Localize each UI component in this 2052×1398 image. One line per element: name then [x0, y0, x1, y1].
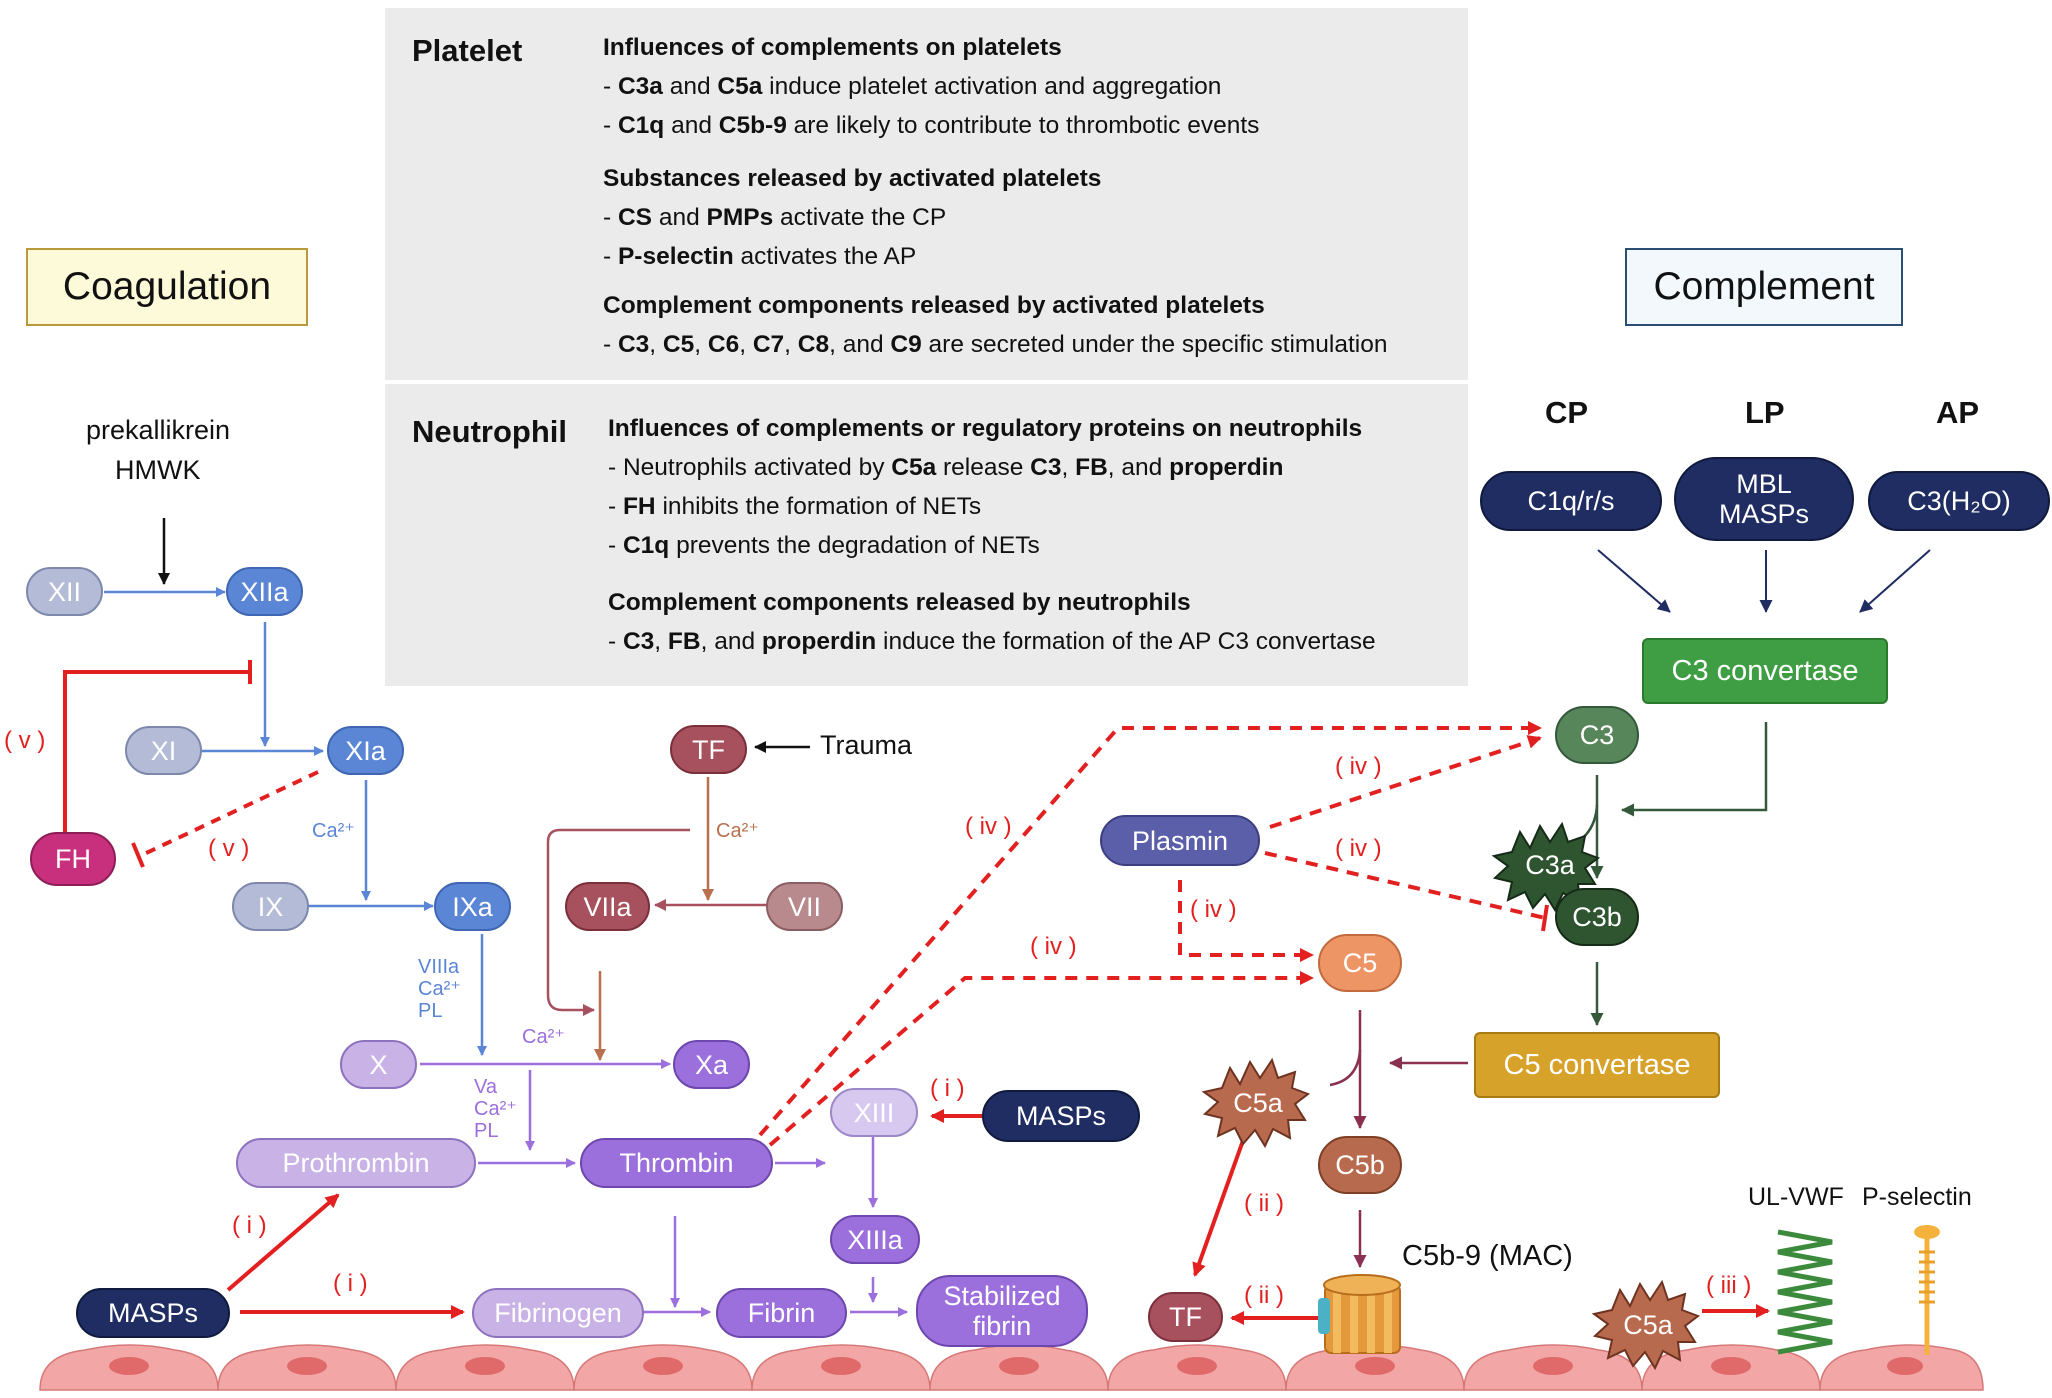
va-label: Va — [474, 1076, 497, 1098]
intrinsic-pathway-arrows — [104, 587, 487, 1056]
node-xia: XIa — [327, 726, 404, 775]
viiia-label: VIIIa — [418, 956, 460, 978]
node-c3b: C3b — [1555, 888, 1639, 946]
node-c5b: C5b — [1318, 1136, 1402, 1194]
fh-inhibition-lines — [63, 660, 319, 868]
cp-label: CP — [1545, 395, 1589, 430]
c5a-starburst — [1201, 1057, 1311, 1149]
ca-va-label: Ca²⁺ — [474, 1098, 517, 1120]
node-xa: Xa — [673, 1040, 750, 1089]
node-c1qrs: C1q/r/s — [1480, 471, 1662, 531]
complement-pathway-arrows — [1597, 549, 1931, 613]
coagulation-label: Coagulation — [26, 248, 308, 326]
trauma-label: Trauma — [820, 730, 913, 760]
label-iii: ( iii ) — [1706, 1272, 1752, 1299]
node-vii: VII — [766, 882, 843, 931]
node-masps-middle: MASPs — [982, 1090, 1140, 1142]
node-viia: VIIa — [565, 882, 650, 931]
label-i-xiii: ( i ) — [930, 1075, 965, 1102]
complement-label: Complement — [1625, 248, 1903, 326]
node-x: X — [340, 1040, 417, 1089]
cell-nuclei — [109, 1357, 1923, 1375]
node-masps-left: MASPs — [76, 1288, 230, 1338]
ca-ixa-label: Ca²⁺ — [418, 978, 461, 1000]
platelet-title: Platelet — [412, 33, 523, 68]
label-i-prothrombin: ( i ) — [232, 1212, 267, 1239]
node-c3-convertase: C3 convertase — [1642, 638, 1888, 704]
node-fibrin: Fibrin — [716, 1288, 847, 1338]
platelet-text: Influences of complements on platelets -… — [603, 34, 1388, 358]
label-iv-c5: ( iv ) — [1030, 933, 1077, 960]
node-c5-convertase: C5 convertase — [1474, 1032, 1720, 1098]
label-iv-thrombin: ( iv ) — [965, 813, 1012, 840]
prekallikrein-label: prekallikrein — [86, 415, 231, 445]
pl-ixa-label: PL — [418, 1000, 443, 1022]
platelet-info-box: Platelet Influences of complements on pl… — [385, 8, 1468, 380]
c3a-starburst — [1491, 821, 1601, 913]
neutrophil-title: Neutrophil — [412, 414, 567, 449]
node-ix: IX — [232, 882, 309, 931]
node-xiii: XIII — [830, 1088, 918, 1137]
node-xii: XII — [26, 567, 103, 616]
node-c5a-bottom: C5a — [1623, 1310, 1673, 1340]
label-iv-c3: ( iv ) — [1335, 753, 1382, 780]
node-tf: TF — [670, 725, 747, 774]
node-tf-bottom: TF — [1148, 1292, 1223, 1342]
label-ii-c5a: ( ii ) — [1244, 1190, 1284, 1217]
hmwk-label: HMWK — [115, 455, 201, 485]
mac-label: C5b-9 (MAC) — [1402, 1240, 1573, 1272]
node-xiiia: XIIIa — [830, 1215, 920, 1264]
p-selectin-label: P-selectin — [1862, 1183, 1972, 1211]
neutrophil-text: Influences of complements or regulatory … — [608, 415, 1376, 655]
neutrophil-info-box: Neutrophil Influences of complements or … — [385, 384, 1468, 686]
node-c5a: C5a — [1233, 1088, 1283, 1118]
ca-tf-label: Ca²⁺ — [716, 820, 759, 842]
ca-xia-label: Ca²⁺ — [312, 820, 355, 842]
node-c5: C5 — [1318, 934, 1402, 992]
red-dashed-arrows — [758, 721, 1546, 1147]
complement-cascade-arrows — [1559, 722, 1768, 1026]
c5a-bottom-starburst — [1591, 1279, 1701, 1371]
red-activation-arrows — [226, 1109, 1770, 1325]
node-xiia: XIIa — [226, 567, 303, 616]
label-v-xia: ( v ) — [208, 835, 250, 862]
node-thrombin: Thrombin — [580, 1138, 773, 1188]
mac-pore-icon — [1318, 1274, 1401, 1354]
node-c3h2o: C3(H₂O) — [1868, 471, 2050, 531]
pl-va-label: PL — [474, 1120, 499, 1142]
node-ixa: IXa — [434, 882, 511, 931]
node-plasmin: Plasmin — [1100, 815, 1260, 866]
common-pathway-arrows — [420, 1059, 908, 1317]
node-c3a: C3a — [1525, 850, 1575, 880]
ap-label: AP — [1936, 395, 1980, 430]
node-prothrombin: Prothrombin — [236, 1138, 476, 1188]
lp-label: LP — [1745, 395, 1785, 430]
node-fibrinogen: Fibrinogen — [472, 1288, 644, 1338]
p-selectin-icon — [1914, 1225, 1940, 1355]
label-v-fh: ( v ) — [4, 727, 46, 754]
ul-vwf-label: UL-VWF — [1748, 1183, 1844, 1211]
label-i-fibrinogen: ( i ) — [333, 1270, 368, 1297]
ul-vwf-icon — [1777, 1229, 1833, 1355]
node-c3: C3 — [1555, 706, 1639, 764]
label-iv-c3b: ( iv ) — [1335, 835, 1382, 862]
ca-x-label: Ca²⁺ — [522, 1026, 565, 1048]
extrinsic-pathway-arrows — [594, 777, 714, 1061]
label-iv-plasmin: ( iv ) — [1190, 896, 1237, 923]
node-fh: FH — [30, 832, 116, 886]
label-ii-mac: ( ii ) — [1244, 1282, 1284, 1309]
node-xi: XI — [125, 726, 202, 775]
